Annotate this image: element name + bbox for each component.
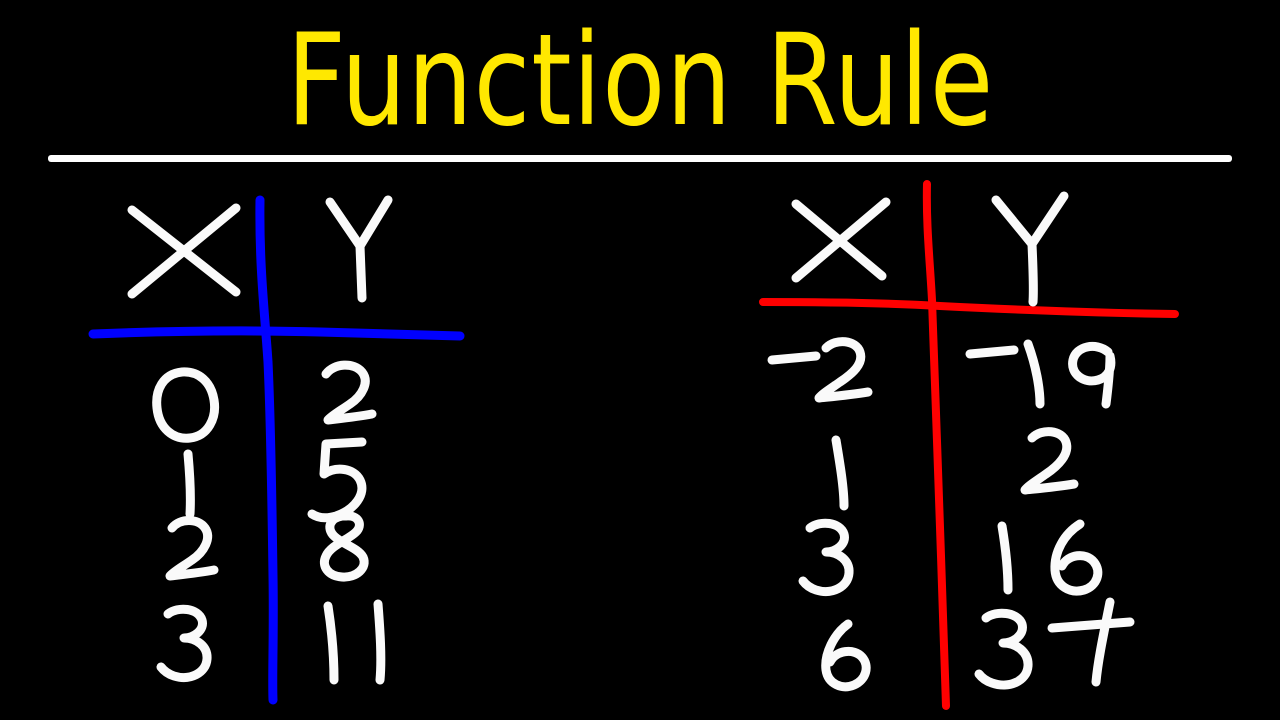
table-right-cell-x-0 [767,337,873,403]
table-right-cell-x-1 [831,435,849,511]
table-right-cell-y-3 [974,597,1135,690]
table-left-cell-y-0 [321,360,377,425]
table-right-cell-y-1 [1020,427,1079,495]
table-right-drawing [759,180,1179,710]
table-left-horizontal-rule [88,326,465,341]
table-left-cell-y-3 [323,599,386,685]
table-right-cell-y-2 [997,519,1103,596]
table-right-vertical-rule [922,180,950,710]
table-right-horizontal-rule [759,298,1179,318]
table-left-cell-x-2 [165,516,219,581]
function-table-right [740,176,1210,720]
table-left-cell-x-1 [183,449,195,519]
table-left-vertical-rule [255,195,278,705]
table-right-cell-x-3 [821,619,871,692]
table-left-cell-y-1 [307,437,367,523]
table-right-header-x [791,197,891,283]
header-divider [48,155,1232,162]
table-right-cell-y-0 [965,339,1116,409]
table-left-cell-x-0 [152,367,220,443]
title-area: Function Rule [0,14,1280,146]
table-right-cell-x-2 [798,518,854,596]
table-right-header-y [991,191,1069,307]
table-left-cell-y-2 [319,511,369,582]
table-left-header-x [127,203,241,299]
table-left-cell-x-3 [156,604,212,682]
table-left-drawing [88,195,465,705]
function-table-left [60,176,520,720]
page-title: Function Rule [286,5,994,155]
table-left-header-y [325,195,393,303]
